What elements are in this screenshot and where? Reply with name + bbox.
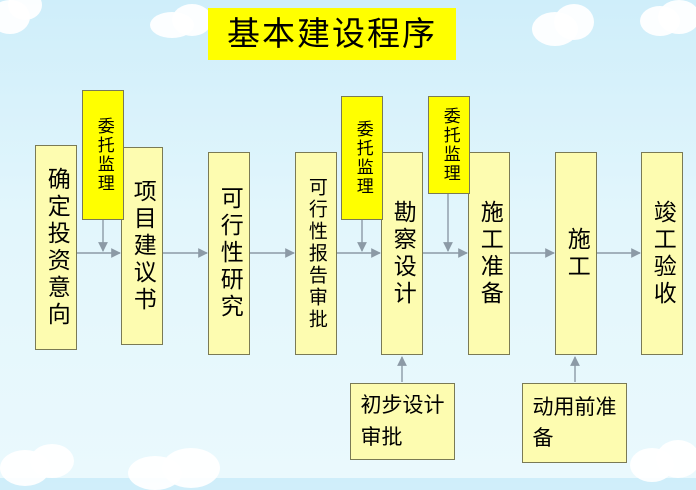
stage-construction-preparation: 施工准备 xyxy=(468,152,510,355)
cloud-top-left xyxy=(0,0,50,40)
stage-feasibility-report-approval: 可行性报告审批 xyxy=(295,152,337,355)
input-preliminary-design-approval: 初步设计审批 xyxy=(350,383,455,460)
supervision-label: 委托监理 xyxy=(93,117,114,193)
stage-label: 可行性报告审批 xyxy=(305,176,328,331)
page-title: 基本建设程序 xyxy=(208,8,456,60)
supervision-box-c: 委托监理 xyxy=(428,96,470,194)
supervision-box-b: 委托监理 xyxy=(341,96,383,220)
input-label: 初步设计审批 xyxy=(360,393,445,449)
stage-label: 项目建议书 xyxy=(129,178,156,314)
stage-construction: 施工 xyxy=(555,152,597,355)
stage-label: 施工 xyxy=(563,226,590,281)
stage-label: 施工准备 xyxy=(476,199,503,308)
stage-label: 可行性研究 xyxy=(216,186,243,321)
input-label: 动用前准备 xyxy=(532,394,617,451)
stage-completion-acceptance: 竣工验收 xyxy=(641,152,683,355)
flow-arrows xyxy=(76,193,641,382)
stage-label: 竣工验收 xyxy=(649,199,676,308)
stage-project-proposal: 项目建议书 xyxy=(121,147,163,345)
cloud-bottom-right xyxy=(630,440,696,482)
stage-determine-investment-intent: 确定投资意向 xyxy=(35,145,77,350)
cloud-top-right xyxy=(532,4,602,48)
supervision-label: 委托监理 xyxy=(352,120,373,196)
cloud-top-center xyxy=(150,4,220,40)
input-pre-use-preparation: 动用前准备 xyxy=(522,383,627,463)
stage-label: 确定投资意向 xyxy=(43,166,70,329)
stage-feasibility-study: 可行性研究 xyxy=(208,152,250,355)
stage-label: 勘察设计 xyxy=(389,199,416,308)
stage-survey-design: 勘察设计 xyxy=(381,152,423,355)
cloud-top-far-right xyxy=(640,0,696,40)
supervision-label: 委托监理 xyxy=(439,107,460,183)
supervision-box-a: 委托监理 xyxy=(82,90,124,220)
